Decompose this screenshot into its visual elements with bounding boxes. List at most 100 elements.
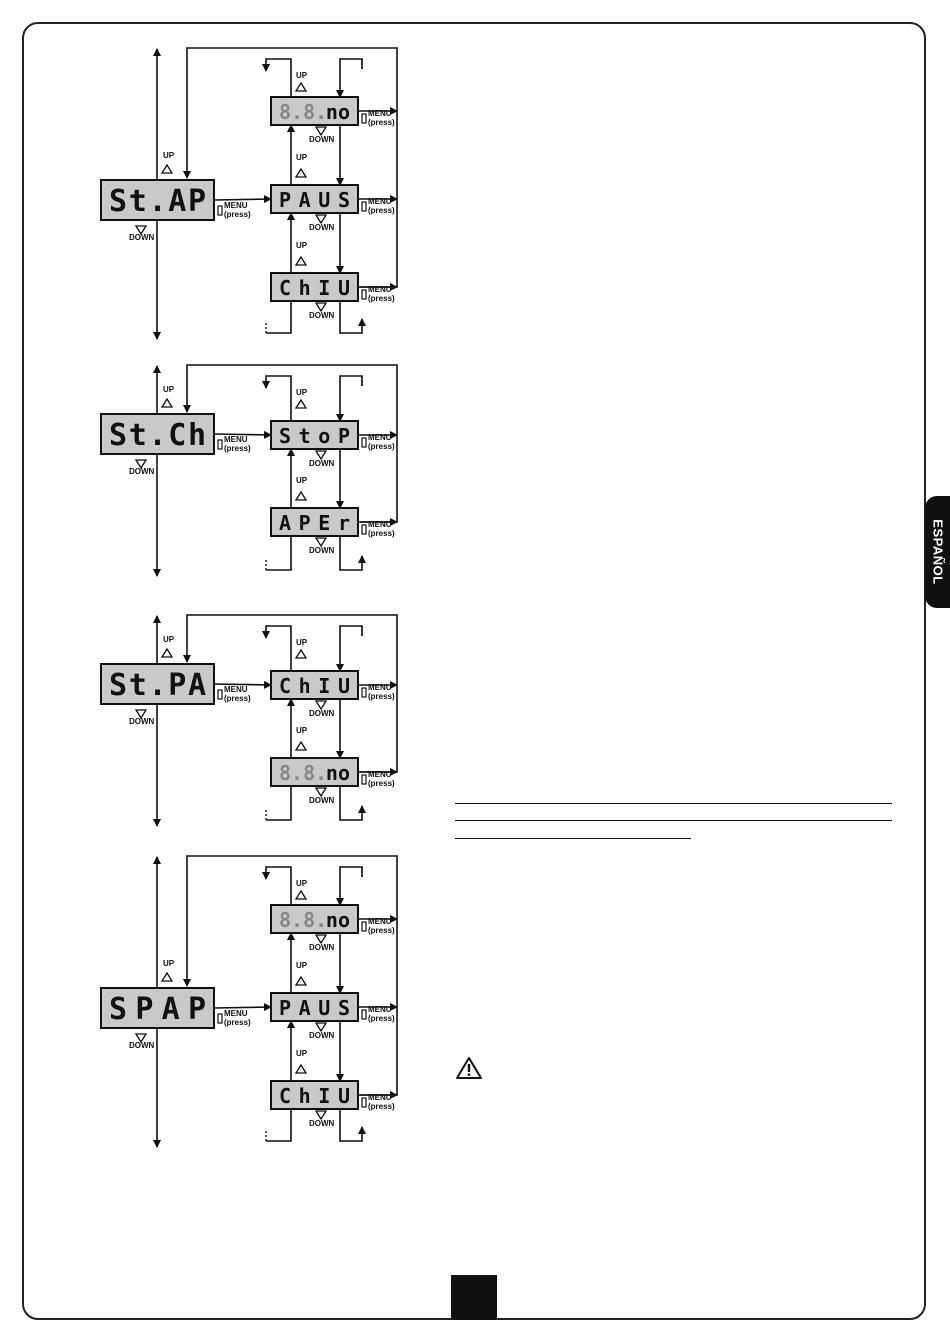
lcd-text: St.AP bbox=[109, 184, 206, 219]
down-label: DOWN bbox=[129, 1041, 155, 1050]
up-label: UP bbox=[296, 726, 308, 735]
main-parameter-display: St.Ch bbox=[100, 413, 215, 455]
top-wrap-left bbox=[262, 58, 292, 97]
down-arrow-icon bbox=[314, 537, 328, 548]
lcd-text: St.PA bbox=[109, 668, 206, 703]
up-arrow-icon bbox=[294, 167, 308, 178]
up-arrow-icon bbox=[294, 740, 308, 751]
up-label: UP bbox=[296, 153, 308, 162]
lcd-frame bbox=[270, 184, 359, 214]
up-arrow-icon bbox=[294, 889, 308, 900]
main-parameter-display: St.PA bbox=[100, 663, 215, 705]
menu-label: MENU bbox=[368, 109, 392, 118]
up-label: UP bbox=[163, 635, 175, 644]
down-label: DOWN bbox=[309, 546, 335, 555]
down-label: DOWN bbox=[309, 796, 335, 805]
top-wrap-right bbox=[336, 58, 363, 98]
press-label: (press) bbox=[368, 294, 395, 303]
down-arrow-icon bbox=[314, 700, 328, 711]
menu-button-icon bbox=[217, 205, 223, 216]
return-loop bbox=[183, 855, 398, 1096]
press-label: (press) bbox=[368, 692, 395, 701]
top-wrap-left bbox=[262, 625, 292, 671]
down-arrow-icon bbox=[134, 225, 148, 236]
top-wrap-right bbox=[336, 625, 363, 672]
down-label: DOWN bbox=[309, 223, 335, 232]
up-arrow-icon bbox=[160, 647, 174, 658]
press-label: (press) bbox=[368, 779, 395, 788]
down-label: DOWN bbox=[309, 943, 335, 952]
up-label: UP bbox=[296, 71, 308, 80]
press-label: (press) bbox=[368, 442, 395, 451]
lcd-text: no bbox=[326, 908, 350, 932]
down-label: DOWN bbox=[309, 1031, 335, 1040]
option-display-2: PAUS bbox=[270, 184, 359, 214]
menu-button-icon bbox=[361, 1097, 367, 1108]
bottom-wrap-left bbox=[266, 786, 292, 821]
menu-enter-arrow bbox=[213, 195, 272, 204]
down-arrow-icon bbox=[314, 126, 328, 137]
press-label: (press) bbox=[224, 210, 251, 219]
menu-button-icon bbox=[217, 689, 223, 700]
bottom-wrap-left bbox=[266, 536, 292, 571]
bottom-wrap-right bbox=[339, 301, 366, 334]
down-arrow-icon bbox=[134, 1033, 148, 1044]
lcd-frame bbox=[100, 179, 215, 221]
menu-button-icon bbox=[217, 1013, 223, 1024]
down-arrow-icon bbox=[134, 459, 148, 470]
lcd-text: St.Ch bbox=[109, 418, 206, 453]
press-label: (press) bbox=[224, 694, 251, 703]
up-arrow-icon bbox=[294, 398, 308, 409]
bottom-wrap-right bbox=[339, 786, 366, 821]
option-display-3: ChIU bbox=[270, 1080, 359, 1110]
menu-enter-arrow bbox=[213, 1003, 272, 1012]
menu-button-icon bbox=[361, 437, 367, 448]
blank-line-1 bbox=[455, 803, 892, 804]
down-label: DOWN bbox=[129, 717, 155, 726]
up-arrow-icon bbox=[294, 975, 308, 986]
menu-label: MENU bbox=[368, 520, 392, 529]
up-label: UP bbox=[163, 959, 175, 968]
up-arrow-icon bbox=[294, 490, 308, 501]
menu-label: MENU bbox=[368, 1005, 392, 1014]
down-label: DOWN bbox=[309, 1119, 335, 1128]
menu-label: MENU bbox=[368, 197, 392, 206]
option-display-1: 8.8.no bbox=[270, 904, 359, 934]
menu-button-icon bbox=[361, 113, 367, 124]
option-display-2: PAUS bbox=[270, 992, 359, 1022]
top-wrap-left bbox=[262, 866, 292, 905]
up-label: UP bbox=[296, 879, 308, 888]
return-loop bbox=[183, 47, 398, 288]
bottom-wrap-left bbox=[266, 301, 292, 334]
up-label: UP bbox=[296, 1049, 308, 1058]
menu-enter-arrow bbox=[213, 430, 272, 439]
menu-label: MENU bbox=[368, 433, 392, 442]
up-arrow-icon bbox=[160, 971, 174, 982]
top-wrap-right bbox=[336, 866, 363, 906]
up-arrow-icon bbox=[294, 255, 308, 266]
press-label: (press) bbox=[368, 529, 395, 538]
down-arrow-icon bbox=[314, 214, 328, 225]
lcd-ghost-digits: 8.8. bbox=[279, 908, 327, 932]
press-label: (press) bbox=[368, 206, 395, 215]
menu-button-icon bbox=[361, 921, 367, 932]
menu-label: MENU bbox=[224, 685, 248, 694]
up-label: UP bbox=[163, 151, 175, 160]
lcd-frame bbox=[270, 507, 359, 537]
down-label: DOWN bbox=[309, 459, 335, 468]
lcd-frame bbox=[100, 987, 215, 1029]
menu-label: MENU bbox=[224, 201, 248, 210]
main-parameter-display: SPAP bbox=[100, 987, 215, 1029]
language-tab[interactable]: ESPAÑOL bbox=[925, 496, 950, 608]
warning-icon bbox=[456, 1057, 482, 1079]
up-label: UP bbox=[163, 385, 175, 394]
up-arrow-icon bbox=[294, 648, 308, 659]
press-label: (press) bbox=[224, 444, 251, 453]
menu-label: MENU bbox=[224, 1009, 248, 1018]
menu-button-icon bbox=[361, 1009, 367, 1020]
lcd-ghost-digits: 8.8. bbox=[279, 761, 327, 785]
menu-label: MENU bbox=[368, 770, 392, 779]
